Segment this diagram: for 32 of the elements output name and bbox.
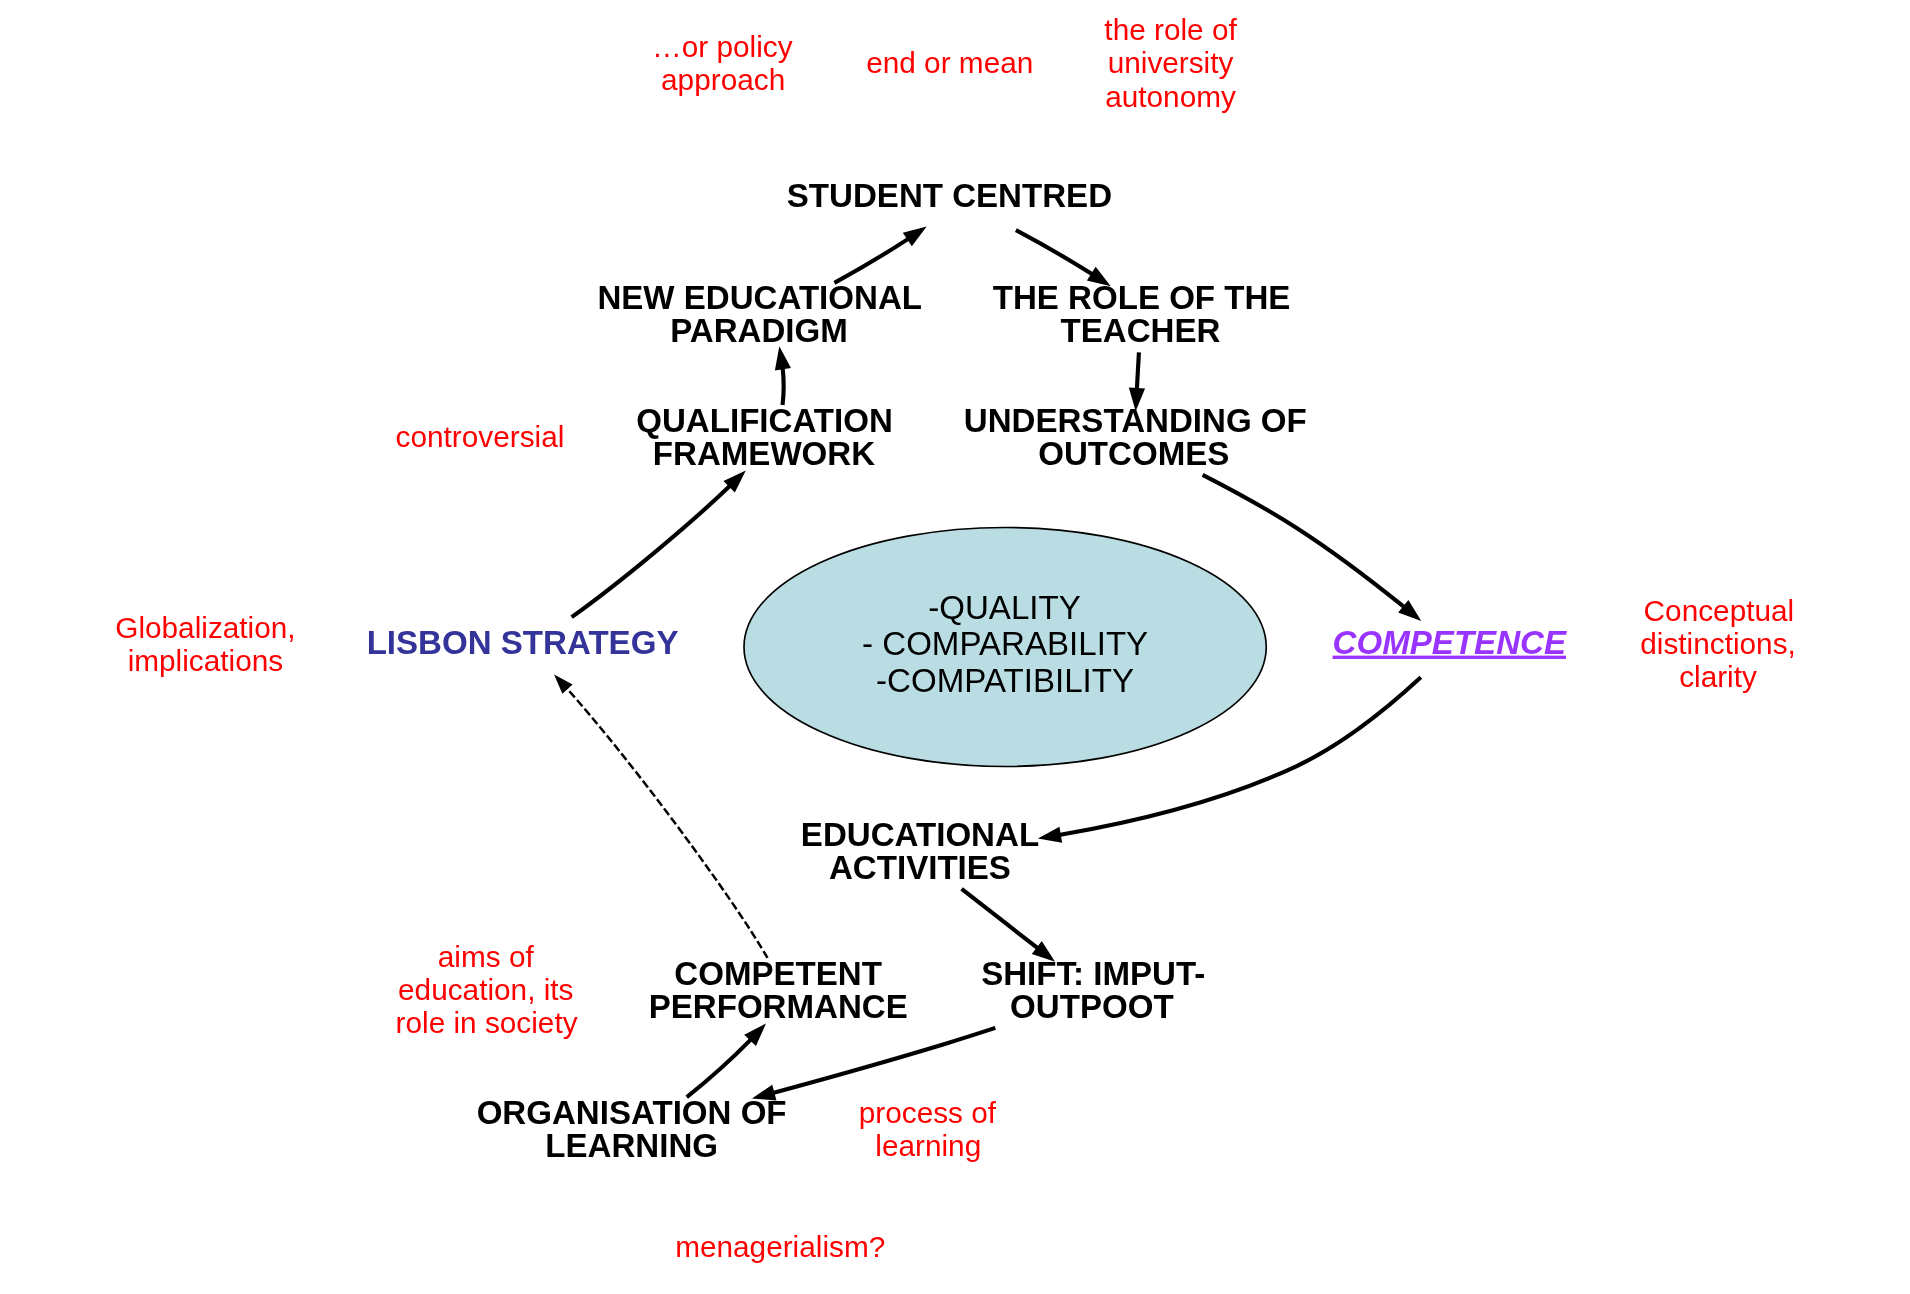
node-text: STUDENT CENTRED: [786, 176, 1112, 214]
label: aims of education, its role in society: [395, 940, 578, 1040]
arrow: [751, 1025, 996, 1101]
node-text: UNDERSTANDING OF OUTCOMES: [963, 401, 1307, 472]
arrow: [832, 226, 927, 285]
arrow: [1201, 473, 1421, 621]
node-text: ORGANISATION OF LEARNING: [476, 1093, 787, 1164]
arrow: [1128, 352, 1145, 412]
label: the role of university autonomy: [1103, 13, 1237, 113]
node-ellipse: -QUALITY - COMPARABILITY -COMPATIBILITY: [742, 526, 1267, 768]
node-text: LISBON STRATEGY: [366, 623, 678, 661]
node-text: EDUCATIONAL ACTIVITIES: [800, 815, 1039, 886]
label: …or policy approach: [651, 29, 793, 97]
arrow: [1037, 675, 1422, 843]
label: menagerialism?: [674, 1229, 885, 1263]
label: process of learning: [858, 1095, 996, 1162]
arrow: [569, 470, 746, 619]
node-text: THE ROLE OF THE TEACHER: [992, 279, 1290, 350]
node-text: COMPETENCE: [1332, 623, 1566, 661]
label: controversial: [395, 420, 564, 454]
arrow: [685, 1023, 766, 1099]
arrow: [553, 674, 769, 959]
arrow: [774, 346, 791, 406]
arrow: [959, 887, 1055, 962]
node-text: SHIFT: IMPUT-OUTPOOT: [980, 954, 1205, 1025]
node-text: QUALIFICATION FRAMEWORK: [635, 401, 893, 472]
node-text: NEW EDUCATIONAL PARADIGM: [596, 279, 922, 350]
label: end or mean: [865, 46, 1033, 80]
arrow: [1014, 228, 1111, 287]
node-text: COMPETENT PERFORMANCE: [648, 954, 908, 1025]
label: Conceptual distinctions, clarity: [1639, 594, 1796, 694]
label: Globalization, implications: [114, 610, 296, 677]
